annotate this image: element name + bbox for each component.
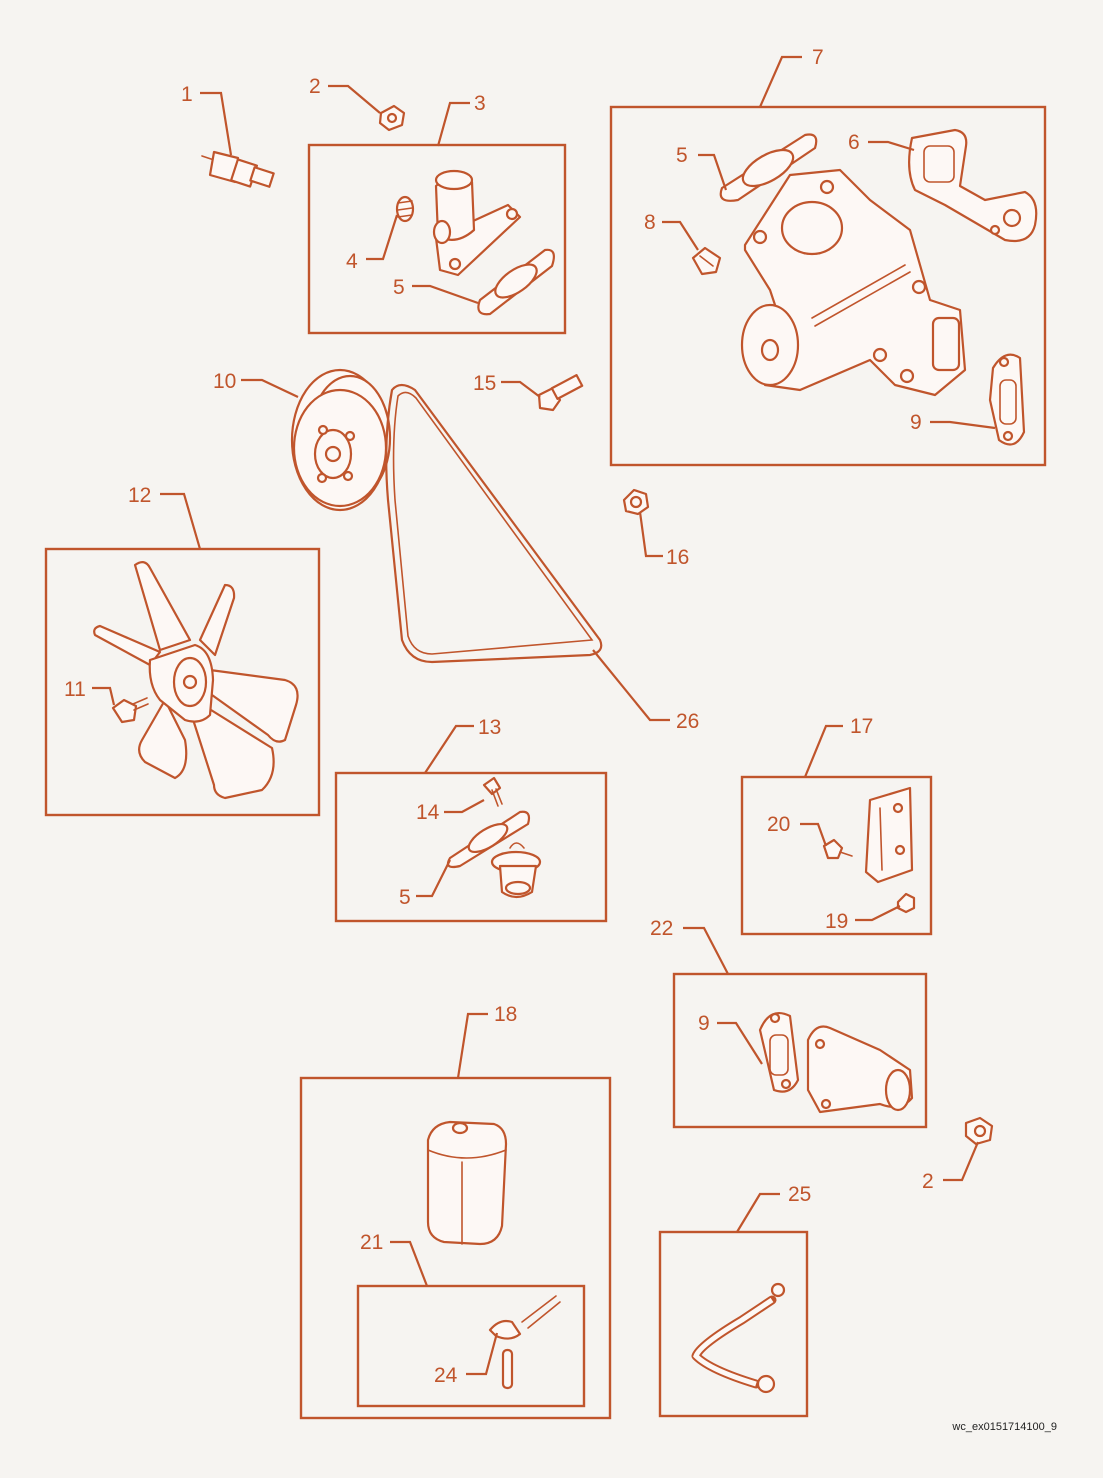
outlet-fitting-part xyxy=(806,1025,914,1114)
v-belt-part xyxy=(385,383,603,664)
callout-20: 20 xyxy=(767,813,790,836)
mounting-bracket-part xyxy=(864,786,914,884)
reference-code: wc_ex0151714100_9 xyxy=(952,1421,1057,1433)
fan-bolt-part xyxy=(111,697,149,724)
bracket-nut-part xyxy=(896,892,916,914)
pulley-nut-part xyxy=(622,488,650,516)
fan-pulley-part xyxy=(290,368,392,512)
group-box-22 xyxy=(672,972,928,1129)
callout-13: 13 xyxy=(478,716,501,739)
thermostat-bolt-part xyxy=(482,776,503,807)
callout-16: 16 xyxy=(666,546,689,569)
temperature-sensor-part xyxy=(201,150,275,188)
bracket-bolt-part xyxy=(822,838,853,860)
reserve-tank-part xyxy=(426,1120,508,1246)
gasket-part-box7 xyxy=(719,133,818,202)
cooling-fan-part xyxy=(93,561,299,800)
thermostat-part xyxy=(490,842,542,899)
group-box-12 xyxy=(44,547,321,817)
callout-18: 18 xyxy=(494,1003,517,1026)
callout-17: 17 xyxy=(850,715,873,738)
callout-14: 14 xyxy=(416,801,440,824)
callout-26: 26 xyxy=(676,710,699,733)
pulley-bolt-part xyxy=(537,374,584,412)
callout-11: 11 xyxy=(64,678,86,701)
callout-9-box22: 9 xyxy=(698,1012,710,1035)
group-box-21 xyxy=(356,1284,586,1408)
callout-24: 24 xyxy=(434,1364,458,1387)
water-outlet-fitting-part xyxy=(432,169,522,277)
callout-6: 6 xyxy=(848,131,860,154)
tank-hose-part xyxy=(488,1295,561,1390)
group-box-25 xyxy=(658,1230,809,1418)
group-box-18 xyxy=(299,1076,612,1420)
group-box-3 xyxy=(307,143,567,335)
callout-22: 22 xyxy=(650,917,673,940)
callout-15: 15 xyxy=(473,372,496,395)
gasket-part-box22 xyxy=(758,1012,800,1093)
callout-7: 7 xyxy=(812,46,824,69)
callout-4: 4 xyxy=(346,250,358,273)
callout-8: 8 xyxy=(644,211,656,234)
leader-lines xyxy=(92,55,996,1376)
callout-5-box3: 5 xyxy=(393,276,405,299)
group-box-13 xyxy=(334,771,608,923)
drain-plug-part xyxy=(395,195,415,223)
callout-9-box7: 9 xyxy=(910,411,922,434)
callout-5-box7: 5 xyxy=(676,144,688,167)
group-box-7 xyxy=(609,105,1047,467)
callout-1: 1 xyxy=(181,83,193,106)
overflow-hose-part xyxy=(691,1282,786,1394)
water-pump-part xyxy=(740,168,967,397)
bolt-part-bottom xyxy=(964,1116,994,1146)
callout-25: 25 xyxy=(788,1183,811,1206)
bolt-part-top xyxy=(378,104,406,132)
callout-12: 12 xyxy=(128,484,151,507)
pump-plug-part xyxy=(691,246,722,276)
callout-2-top: 2 xyxy=(309,75,321,98)
callout-10: 10 xyxy=(213,370,236,393)
pump-gasket-part xyxy=(908,128,1038,243)
callout-19: 19 xyxy=(825,910,848,933)
gasket-part-box3 xyxy=(477,248,555,316)
callout-21: 21 xyxy=(360,1231,383,1254)
callout-2-bottom: 2 xyxy=(922,1170,934,1193)
group-box-17 xyxy=(740,775,933,936)
outlet-gasket-part-box7 xyxy=(988,353,1026,446)
callout-3: 3 xyxy=(474,92,486,115)
callout-5-box13: 5 xyxy=(399,886,411,909)
